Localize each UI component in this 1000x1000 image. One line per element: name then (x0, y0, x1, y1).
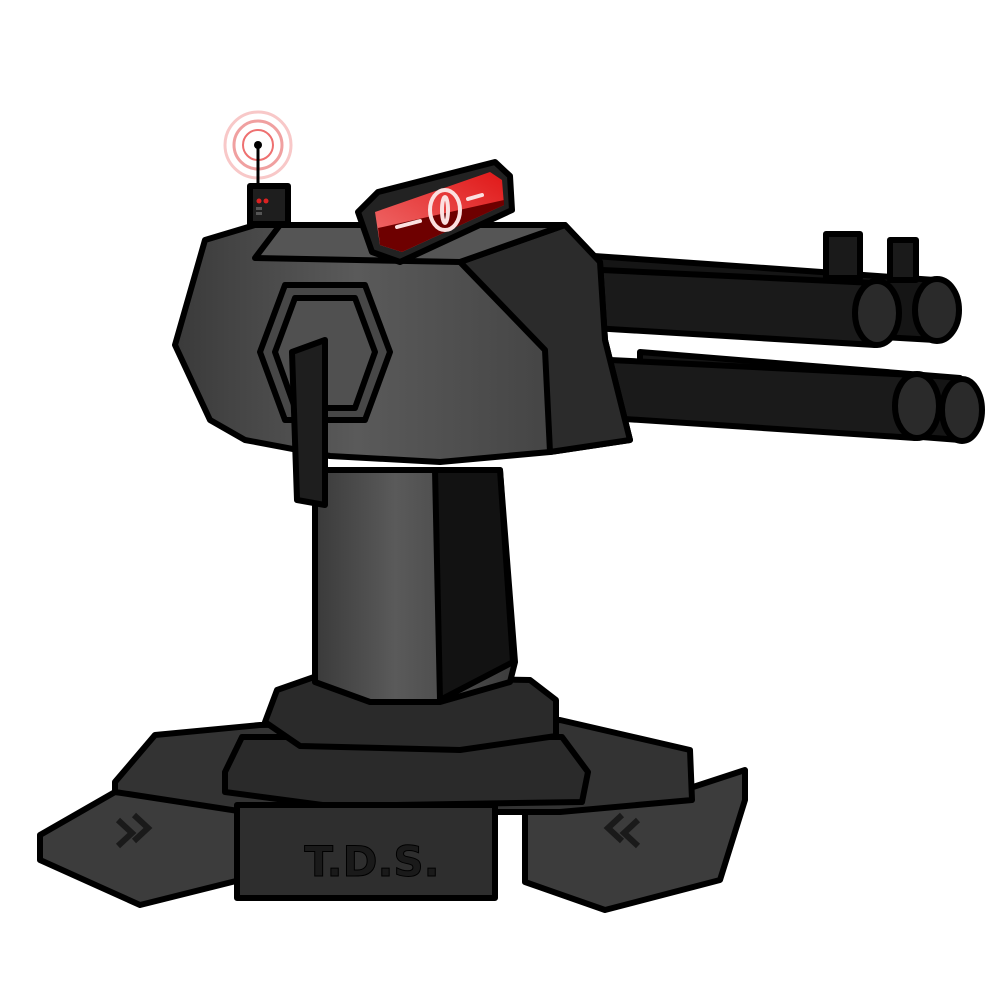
radio-box (247, 183, 291, 227)
chevron-left-icon (603, 812, 641, 849)
barrel-lower-front (607, 357, 918, 441)
base-front-block (234, 802, 498, 901)
head-side-dark (457, 222, 633, 455)
base-ring (262, 673, 559, 753)
barrel-upper-front-muzzle (852, 278, 902, 348)
sensor-eye-icon (395, 188, 484, 232)
barrel-sight-1 (823, 231, 863, 281)
barrel-lower-rear-muzzle (939, 376, 985, 444)
side-rail (289, 337, 328, 508)
chevron-right-icon (115, 812, 153, 849)
column-shadow (432, 467, 516, 703)
radar-antenna-icon (223, 110, 293, 215)
sensor-visor-dark (378, 200, 504, 252)
barrel-sight-2 (887, 237, 919, 283)
base-label: T.D.S. (304, 837, 439, 886)
barrel-upper-rear-muzzle (912, 276, 962, 344)
barrel-lower-front-muzzle (892, 371, 942, 441)
